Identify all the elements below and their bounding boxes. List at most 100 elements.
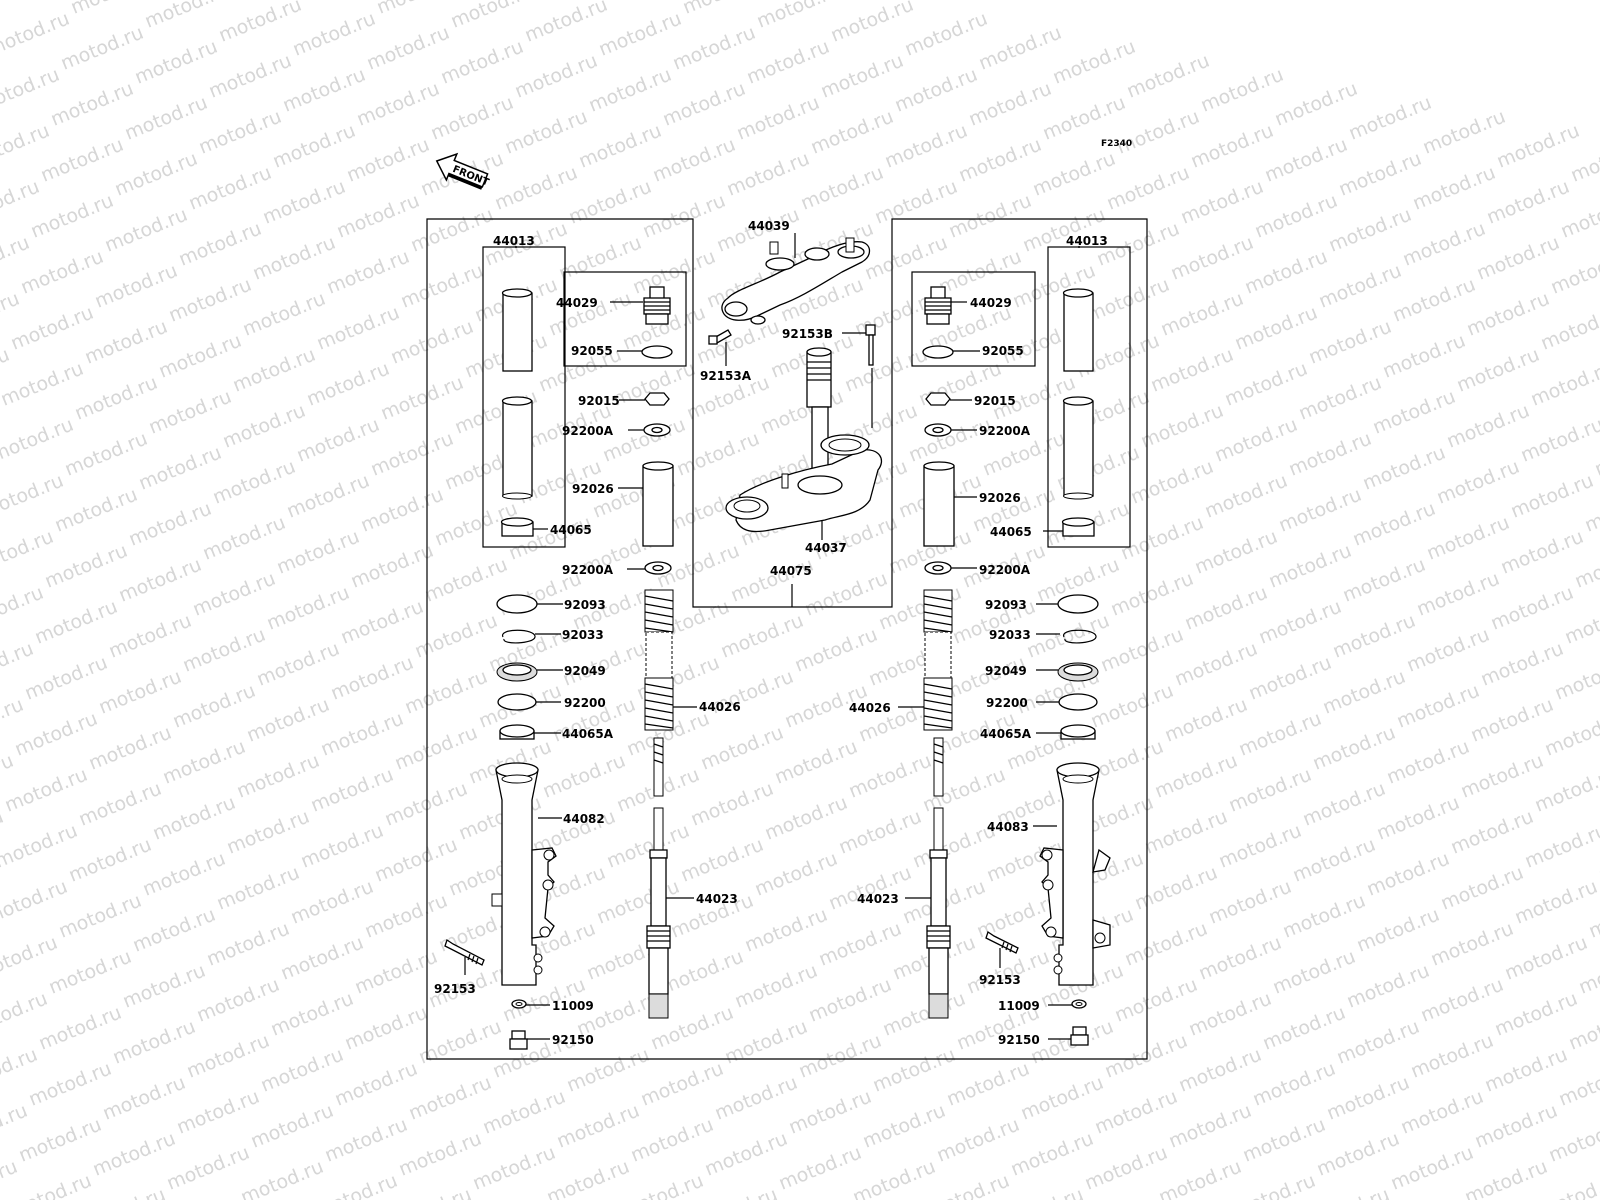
- label-44013: 44013: [493, 234, 535, 248]
- left-oil-seal-92049: [496, 662, 538, 682]
- right-gasket-11009: [1071, 999, 1087, 1009]
- right-bolt-92153: [985, 930, 1019, 954]
- left-leader-lines: [464, 246, 697, 1040]
- assembly-frame: [426, 218, 1148, 1060]
- label-r-92026: 92026: [979, 491, 1021, 505]
- left-bushing-44065: [500, 517, 534, 537]
- label-92200A-low: 92200A: [562, 563, 614, 577]
- right-valve-group-box: [911, 271, 1036, 367]
- label-r-44013: 44013: [1066, 234, 1108, 248]
- bolt-92153B: [865, 324, 876, 366]
- label-92026: 92026: [572, 482, 614, 496]
- label-92033: 92033: [562, 628, 604, 642]
- watermark-text: motod.ru: [1522, 820, 1600, 873]
- label-44065A: 44065A: [562, 727, 614, 741]
- label-r-92055: 92055: [982, 344, 1024, 358]
- left-nut-92015: [644, 392, 670, 406]
- left-washer-92200A-low: [644, 561, 672, 575]
- left-cylinder-44023: [646, 737, 671, 1019]
- label-r-92015: 92015: [974, 394, 1016, 408]
- watermark-text: motod.ru: [0, 1156, 21, 1200]
- label-44026: 44026: [699, 700, 741, 714]
- label-92153: 92153: [434, 982, 476, 996]
- label-r-92049: 92049: [985, 664, 1027, 678]
- label-r-92153: 92153: [979, 973, 1021, 987]
- label-92153B: 92153B: [782, 327, 833, 341]
- label-11009: 11009: [552, 999, 594, 1013]
- label-r-44026: 44026: [849, 701, 891, 715]
- left-washer-92200A-top: [643, 423, 671, 437]
- label-r-44029: 44029: [970, 296, 1012, 310]
- right-valve-44029: [924, 286, 952, 325]
- left-gasket-11009: [511, 999, 527, 1009]
- label-r-92200: 92200: [986, 696, 1028, 710]
- steering-stem-44037: [725, 347, 883, 533]
- bolt-92153A: [708, 329, 732, 345]
- right-drain-bolt-92150: [1070, 1026, 1089, 1046]
- label-44029: 44029: [556, 296, 598, 310]
- label-r-92150: 92150: [998, 1033, 1040, 1047]
- label-92153A: 92153A: [700, 369, 752, 383]
- right-nut-92015: [925, 392, 951, 406]
- center-leader-lines: [725, 233, 873, 607]
- upper-bracket-44039: [721, 237, 871, 325]
- label-44037: 44037: [805, 541, 847, 555]
- left-inner-tube: [501, 288, 533, 500]
- watermark-text: motod.ru: [1518, 414, 1600, 467]
- right-inner-tube-group-box: [1047, 246, 1131, 548]
- label-92150: 92150: [552, 1033, 594, 1047]
- label-92049: 92049: [564, 664, 606, 678]
- label-92200: 92200: [564, 696, 606, 710]
- right-cylinder-44023: [926, 737, 951, 1019]
- label-92093: 92093: [564, 598, 606, 612]
- left-drain-bolt-92150: [509, 1030, 528, 1050]
- left-washer-92200: [497, 693, 537, 711]
- left-outer-tube-44082: [491, 762, 557, 986]
- label-44082: 44082: [563, 812, 605, 826]
- label-44023: 44023: [696, 892, 738, 906]
- label-r-44065A: 44065A: [980, 727, 1032, 741]
- right-fork-spring-44026: [923, 589, 953, 731]
- label-r-11009: 11009: [998, 999, 1040, 1013]
- label-r-44065: 44065: [990, 525, 1032, 539]
- label-92015: 92015: [578, 394, 620, 408]
- label-r-92093: 92093: [985, 598, 1027, 612]
- right-leader-lines: [898, 246, 1080, 1040]
- label-44075: 44075: [770, 564, 812, 578]
- left-dust-seal-92093: [496, 594, 538, 614]
- label-44039: 44039: [748, 219, 790, 233]
- right-bushing-44065: [1061, 517, 1095, 537]
- right-dust-seal-92093: [1057, 594, 1099, 614]
- right-inner-tube: [1062, 288, 1094, 500]
- right-o-ring-92055: [922, 345, 954, 359]
- watermark-text: motod.ru: [1512, 876, 1600, 929]
- left-valve-group-box: [563, 271, 687, 367]
- right-washer-92200: [1058, 693, 1098, 711]
- left-bolt-92153: [444, 938, 485, 966]
- right-washer-92200A-top: [924, 423, 952, 437]
- label-r-92033: 92033: [989, 628, 1031, 642]
- right-collar-92026: [923, 461, 955, 547]
- label-r-92200A-low: 92200A: [979, 563, 1031, 577]
- left-valve-44029: [643, 286, 671, 325]
- label-r-92200A-top: 92200A: [979, 424, 1031, 438]
- left-inner-tube-group-box: [482, 246, 566, 548]
- right-oil-seal-92049: [1057, 662, 1099, 682]
- right-washer-92200A-low: [924, 561, 952, 575]
- right-outer-tube-44083: [1039, 762, 1111, 986]
- left-o-ring-92055: [641, 345, 673, 359]
- right-bushing-44065A: [1060, 724, 1096, 740]
- left-retainer-clip-92033: [502, 629, 536, 644]
- diagram-code: F2340: [1101, 139, 1132, 149]
- left-bushing-44065A: [499, 724, 535, 740]
- label-r-44083: 44083: [987, 820, 1029, 834]
- label-92055: 92055: [571, 344, 613, 358]
- label-r-44023: 44023: [857, 892, 899, 906]
- label-44065: 44065: [550, 523, 592, 537]
- front-arrow-icon: FRONT: [435, 152, 491, 190]
- label-92200A-top: 92200A: [562, 424, 614, 438]
- left-fork-spring-44026: [644, 589, 674, 731]
- left-collar-92026: [642, 461, 674, 547]
